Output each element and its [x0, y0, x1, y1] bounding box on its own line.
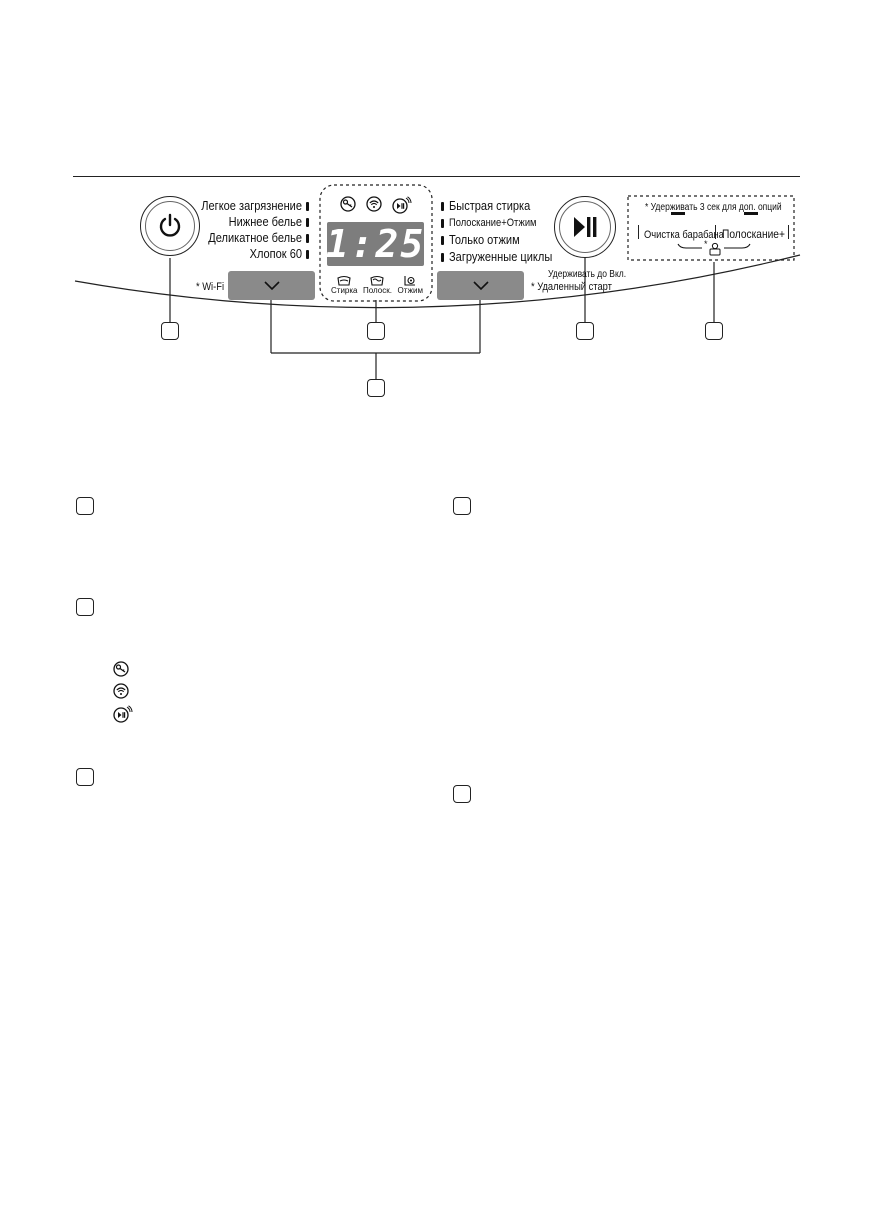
program-spin-only[interactable]: Только отжим [449, 232, 520, 247]
display-dashed-outline [319, 184, 433, 302]
led-downloaded [441, 253, 444, 262]
remote-start-icon [113, 705, 133, 723]
door-lock-icon [340, 196, 356, 212]
wifi-icon [366, 196, 382, 212]
program-delicate[interactable]: Деликатное белье [208, 230, 302, 245]
callout-marker-display [367, 322, 385, 340]
hold-on-label: Удерживать до Вкл. [548, 269, 627, 280]
section-marker-3 [76, 598, 94, 616]
rinse-plus-button[interactable]: Полоскание+ [722, 227, 785, 241]
phase-rinse: Полоск. [363, 275, 392, 296]
callout-marker-start [576, 322, 594, 340]
led-underwear [306, 218, 309, 227]
wifi-icon [113, 683, 129, 699]
callout-marker-program [367, 379, 385, 397]
drum-clean-button[interactable]: Очистка барабана [644, 229, 724, 241]
program-light-soil[interactable]: Легкое загрязнение [201, 198, 302, 213]
section-marker-1 [76, 497, 94, 515]
status-icon-legend [113, 661, 133, 723]
wash-icon [337, 275, 351, 286]
remaining-time: 1:25 [325, 222, 426, 266]
phase-spin: Отжим [398, 275, 423, 296]
led-quick-wash [441, 202, 444, 211]
spin-icon [404, 276, 416, 286]
callout-marker-options [705, 322, 723, 340]
led-drum-clean [671, 212, 685, 215]
child-lock-star: * [704, 239, 708, 249]
option-divider-mid [715, 225, 717, 239]
program-quick-wash[interactable]: Быстрая стирка [449, 198, 531, 213]
callout-marker-power [161, 322, 179, 340]
play-pause-icon [574, 217, 597, 237]
header-rule [73, 176, 800, 177]
panel-curve [74, 254, 801, 309]
led-rinse-spin [441, 219, 444, 228]
chevron-down-icon [263, 280, 280, 290]
power-icon [159, 213, 181, 237]
power-button[interactable] [140, 196, 200, 256]
section-marker-4 [76, 768, 94, 786]
right-course-button[interactable] [437, 271, 524, 300]
section-marker-2 [453, 497, 471, 515]
display-status-icons [340, 196, 412, 214]
child-lock-bracket [677, 243, 751, 249]
chevron-down-icon [472, 280, 489, 290]
program-rinse-spin[interactable]: Полоскание+Отжим [449, 217, 537, 229]
option-divider-right [788, 225, 790, 239]
left-program-list: Легкое загрязнение Нижнее белье Деликатн… [150, 198, 302, 262]
time-display: 1:25 [325, 222, 426, 266]
door-lock-icon [113, 661, 129, 677]
left-course-button[interactable] [228, 271, 315, 300]
led-rinse-plus [744, 212, 758, 215]
panel-diagram [74, 184, 801, 379]
wifi-label: * Wi-Fi [196, 281, 225, 293]
program-underwear[interactable]: Нижнее белье [228, 214, 302, 229]
options-dashed-outline [627, 195, 795, 261]
remote-start-label: * Удаленный старт [531, 281, 612, 293]
right-program-list: Быстрая стирка Полоскание+Отжим Только о… [449, 198, 599, 266]
led-cotton-60 [306, 250, 309, 259]
led-delicate [306, 234, 309, 243]
led-spin-only [441, 236, 444, 245]
led-light-soil [306, 202, 309, 211]
remote-start-icon [392, 196, 412, 214]
phase-wash: Стирка [331, 275, 357, 296]
child-lock-icon [709, 242, 721, 256]
display-phase-icons: Стирка Полоск. Отжим [331, 275, 423, 296]
program-downloaded-cycles[interactable]: Загруженные циклы [449, 249, 553, 264]
program-cotton-60[interactable]: Хлопок 60 [249, 246, 302, 261]
start-pause-button[interactable] [554, 196, 616, 258]
hold-options-label: * Удерживать 3 сек для доп. опций [645, 202, 782, 213]
section-marker-5 [453, 785, 471, 803]
rinse-icon [370, 275, 385, 286]
option-divider-left [638, 225, 640, 239]
